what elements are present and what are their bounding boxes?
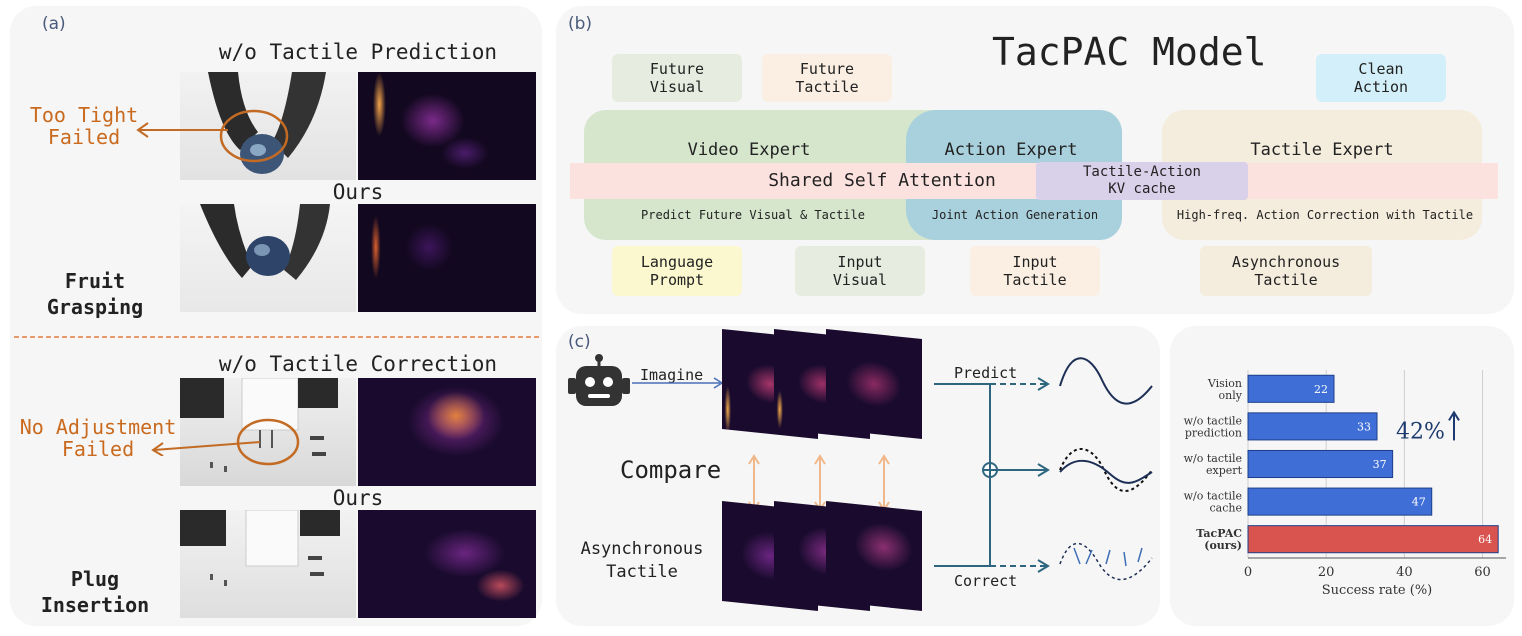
fruit-tactile-map-failed	[358, 72, 536, 180]
plug-heading-ours: Ours	[332, 486, 384, 510]
x-axis-label: Success rate (%)	[1322, 583, 1433, 598]
clean-action-output: Clean Action	[1316, 54, 1446, 102]
kv-cache-box: Tactile-Action KV cache	[1036, 162, 1248, 200]
fruit-grasp-photo-ours	[180, 204, 356, 312]
bar-0	[1247, 374, 1335, 403]
bar-4	[1247, 525, 1499, 554]
fruit-failure-note: Too Tight Failed	[29, 103, 139, 149]
future-visual-output: Future Visual	[612, 54, 742, 102]
x-tick-label-3: 60	[1474, 565, 1491, 580]
async-tactile-frame-3	[826, 500, 922, 612]
fruit-grasp-photo-failed	[180, 72, 356, 180]
plug-failure-arrow	[151, 441, 261, 456]
panel-a-label: (a)	[42, 14, 66, 34]
async-tactile-input: Asynchronous Tactile	[1200, 246, 1372, 296]
video-expert-task: Predict Future Visual & Tactile	[641, 208, 865, 222]
imagine-label: Imagine	[640, 366, 704, 384]
improvement-annotation: 42%	[1396, 419, 1445, 444]
video-expert-label: Video Expert	[687, 140, 811, 160]
plug-tactile-map-ours	[358, 510, 536, 618]
x-tick-label-1: 20	[1318, 565, 1335, 580]
plug-task-name: Plug Insertion	[40, 567, 150, 617]
predict-label: Predict	[954, 364, 1018, 382]
input-visual-input: Input Visual	[795, 246, 925, 296]
bar-1	[1247, 412, 1378, 441]
bar-2	[1247, 449, 1394, 479]
bar-value-label-2: 37	[1373, 458, 1387, 471]
x-tick-label-2: 40	[1396, 565, 1413, 580]
panel-b-label: (b)	[568, 14, 593, 34]
improvement-arrow-head	[1448, 410, 1460, 421]
action-expert-label: Action Expert	[944, 140, 1078, 160]
fruit-failure-arrow	[136, 122, 228, 138]
plug-failure-note: No Adjustment Failed	[19, 415, 177, 461]
fruit-task-name: Fruit Grasping	[46, 269, 144, 319]
fruit-heading-ours: Ours	[332, 180, 384, 204]
input-tactile-input: Input Tactile	[970, 246, 1100, 296]
shared-attention-band	[570, 163, 1498, 199]
shared-attention-label: Shared Self Attention	[768, 170, 996, 191]
predict-correct-flow	[934, 357, 1153, 581]
plug-tactile-map-failed	[358, 378, 536, 486]
plug-photo-failed	[180, 378, 356, 486]
action-expert-task: Joint Action Generation	[931, 208, 1099, 222]
category-label-4: TacPAC(ours)	[1196, 527, 1242, 552]
bar-value-label-3: 47	[1412, 496, 1426, 509]
compare-arrows	[748, 454, 890, 512]
x-tick-label-0: 0	[1244, 565, 1252, 580]
tactile-expert-label: Tactile Expert	[1250, 140, 1394, 160]
fruit-heading-top: w/o Tactile Prediction	[218, 40, 498, 64]
fruit-tactile-map-ours	[358, 204, 536, 312]
tactile-expert-task: High-freq. Action Correction with Tactil…	[1176, 208, 1474, 222]
language-prompt-input: Language Prompt	[612, 246, 742, 296]
panel-a-divider	[14, 336, 540, 338]
bar-3	[1247, 487, 1433, 516]
imagine-arrow	[632, 377, 724, 389]
bar-value-label-0: 22	[1314, 383, 1328, 396]
model-title: TacPAC Model	[992, 30, 1267, 74]
async-tactile-label: Asynchronous Tactile	[580, 539, 704, 582]
panel-c-label: (c)	[568, 332, 591, 352]
bar-value-label-1: 33	[1357, 420, 1371, 433]
plug-photo-ours	[180, 510, 356, 618]
robot-icon	[568, 354, 630, 406]
compare-label: Compare	[620, 456, 722, 484]
predicted-tactile-frame-3	[826, 328, 922, 440]
bar-value-label-4: 64	[1478, 533, 1492, 546]
plug-heading-top: w/o Tactile Correction	[218, 352, 498, 376]
correct-label: Correct	[954, 572, 1018, 590]
future-tactile-output: Future Tactile	[762, 54, 892, 102]
